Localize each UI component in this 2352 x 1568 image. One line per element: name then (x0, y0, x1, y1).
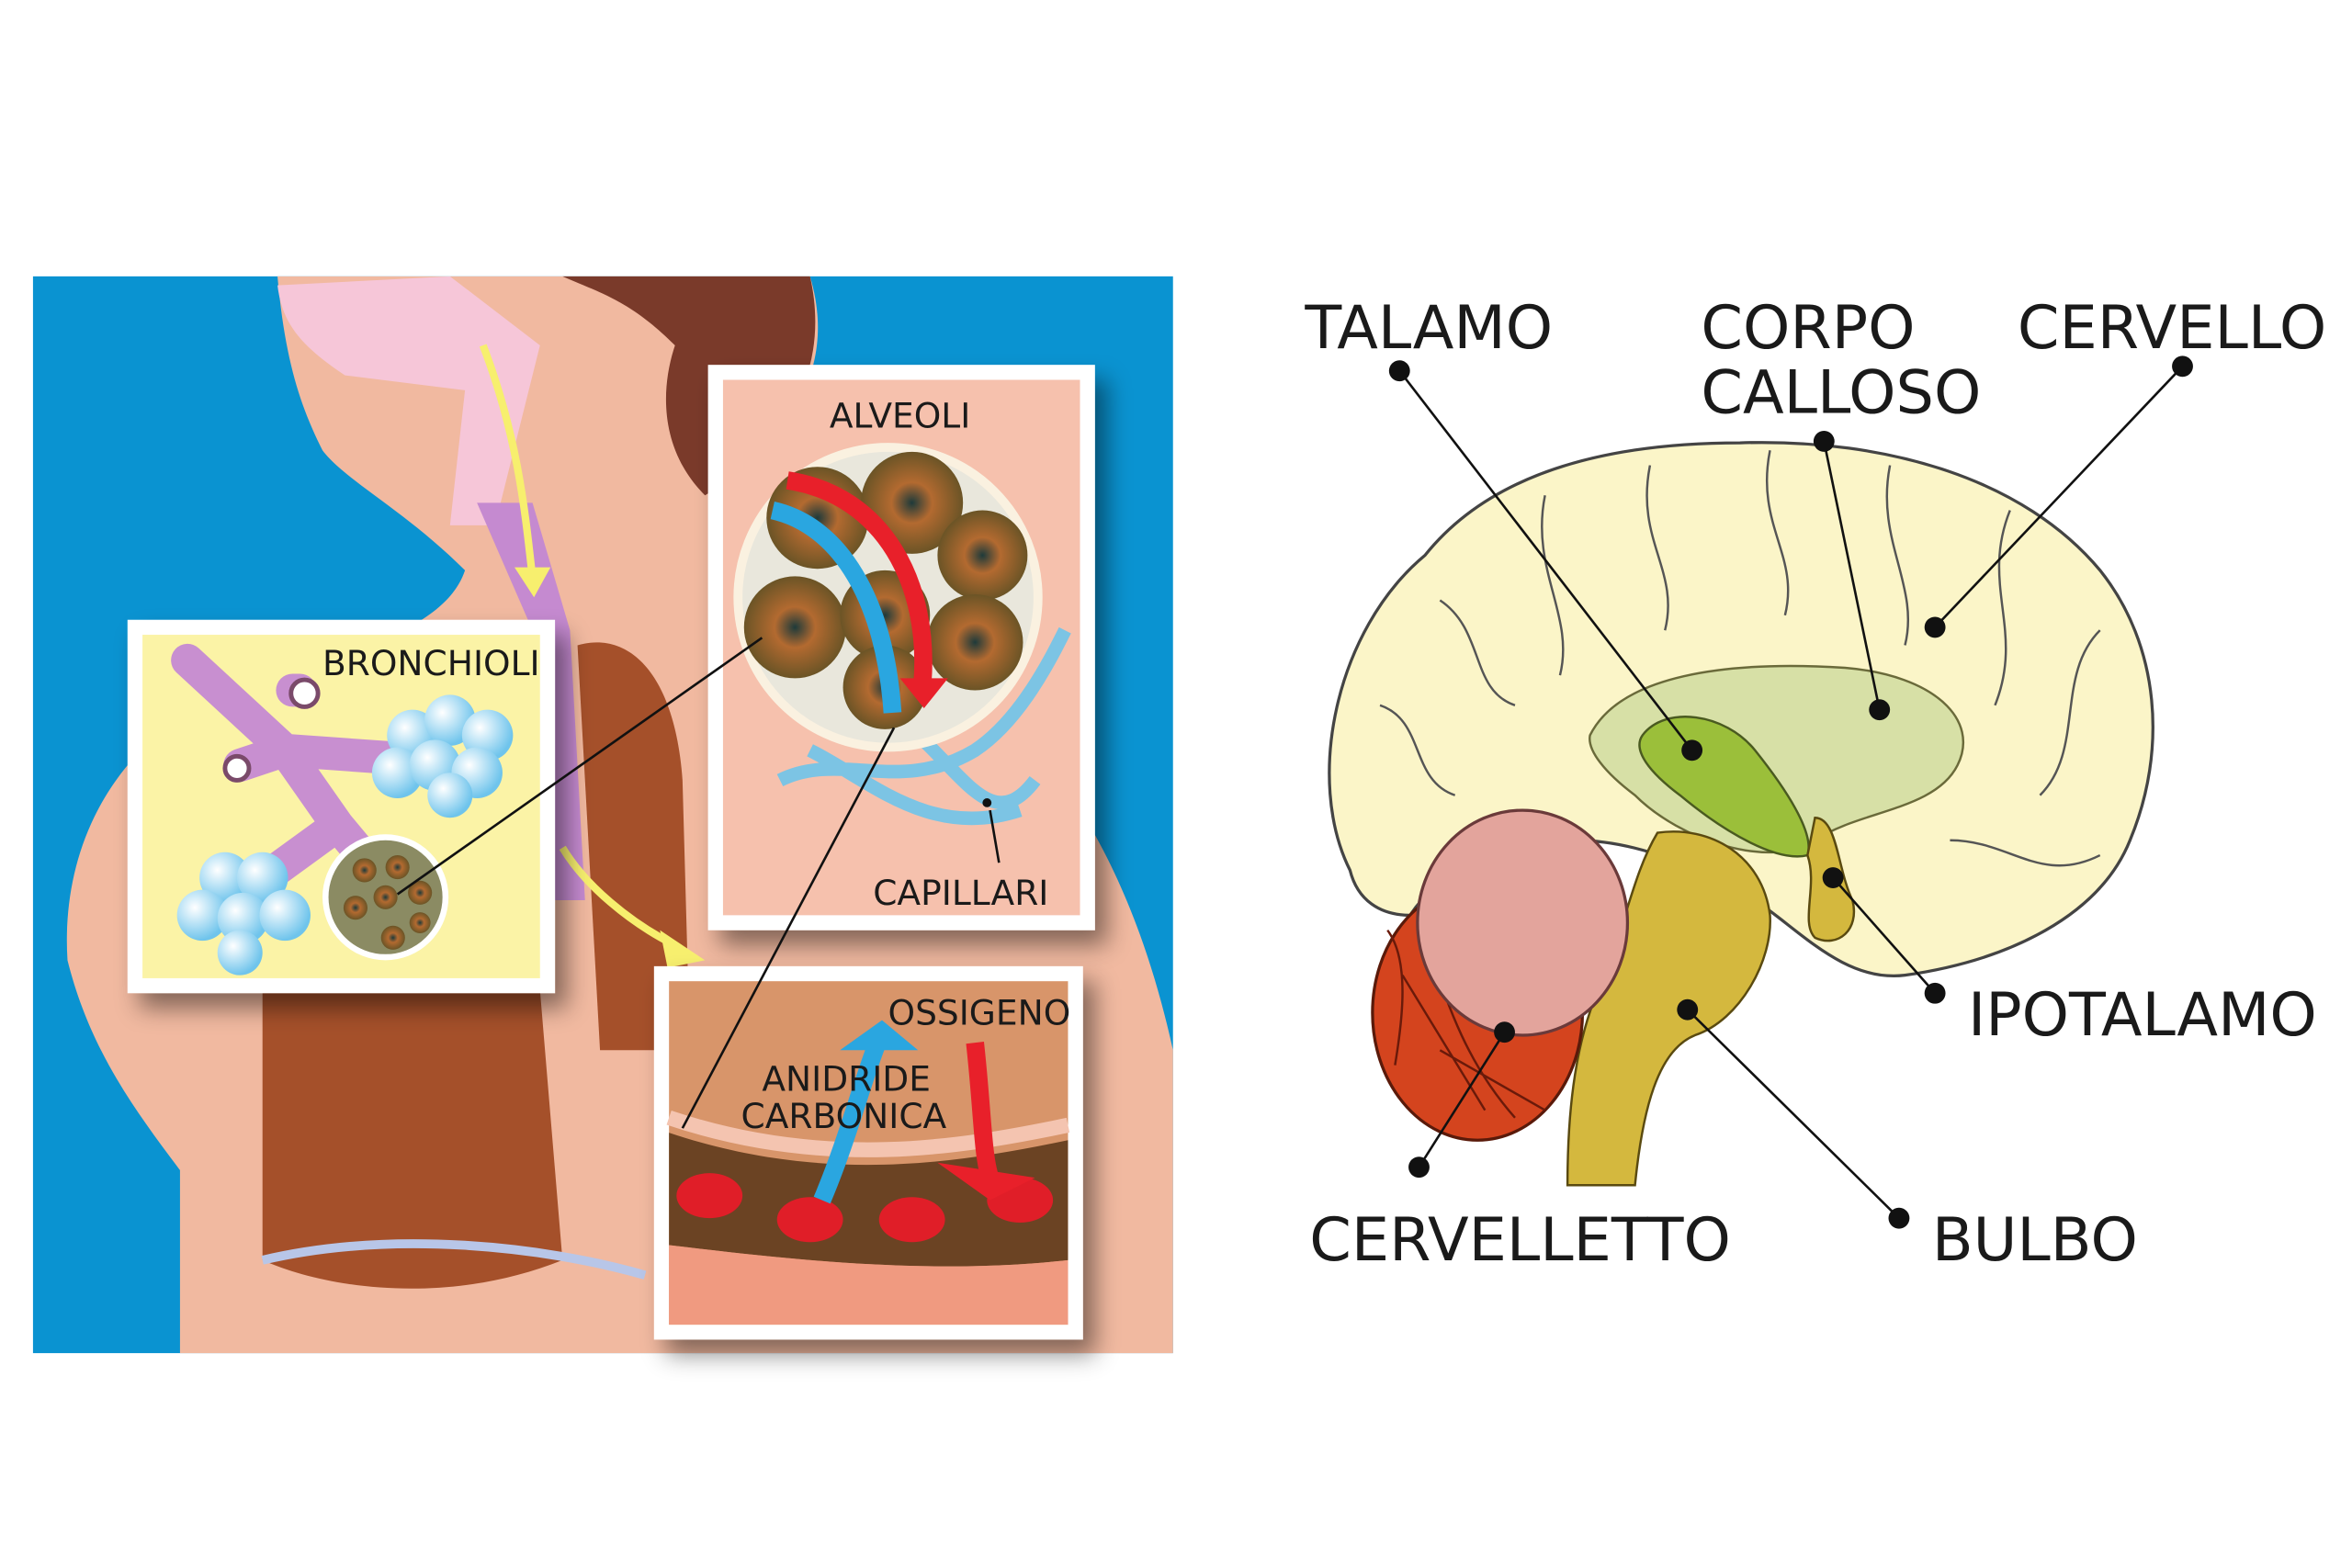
left-lung (577, 642, 691, 1051)
co2-exit-arrow (813, 1039, 887, 1204)
leader-lines (1388, 355, 2193, 1229)
airflow-arrow-lung (559, 845, 677, 949)
label-cervello: CERVELLO (2018, 293, 2326, 363)
vessel-wall (669, 1133, 1069, 1267)
right-lung (262, 989, 563, 1289)
co2-arrow (770, 501, 902, 714)
label-bronchioli: BRONCHIOLI (322, 643, 540, 683)
alveoli-capillary-connector (681, 727, 896, 1129)
label-calloso: CALLOSO (1701, 357, 1981, 427)
gas-exchange-content: OSSIGENO ANIDRIDE CARBONICA (666, 993, 1071, 1325)
o2-enter-arrowhead (937, 1162, 1035, 1201)
alveolus-section-small (322, 834, 449, 961)
nasal-cavity (277, 276, 540, 525)
label-ipotalamo: IPOTALAMO (1968, 980, 2317, 1050)
label-capillari: CAPILLARI (873, 873, 1048, 913)
co2-arrowhead (840, 1020, 919, 1051)
cerebellum-inner (1416, 808, 1630, 1037)
bronchioli-alveoli-connector (396, 637, 763, 896)
bronchioli-content: BRONCHIOLI (171, 643, 540, 976)
capillari-dot (982, 798, 992, 807)
airflow-arrow (479, 344, 537, 579)
airflow-arrowhead-lung (660, 930, 706, 968)
cerebrum-sulci (1379, 449, 2101, 867)
vessel-lower-tissue (669, 1245, 1069, 1325)
o2-enter-arrow (966, 1042, 999, 1181)
label-cervelletto: CERVELLETTO (1309, 1205, 1731, 1275)
o2-arrow (786, 471, 933, 684)
label-ossigeno: OSSIGENO (888, 993, 1071, 1033)
brain-labels: TALAMO CORPO CALLOSO CERVELLO IPOTALAMO … (1304, 293, 2326, 1275)
label-alveoli: ALVEOLI (830, 396, 970, 436)
vessel-membrane (666, 1111, 1070, 1157)
alveoli-cluster-lower (176, 852, 311, 976)
label-bulbo: BULBO (1932, 1205, 2138, 1275)
o2-arrowhead (899, 678, 948, 709)
alveoli-content: ALVEOLI CAPILLARI (733, 396, 1071, 913)
capillari-leader (989, 809, 1001, 863)
label-carbonica: CARBONICA (741, 1096, 947, 1136)
alveoli-cluster-upper (371, 694, 514, 818)
trachea (477, 502, 585, 901)
label-talamo: TALAMO (1304, 293, 1553, 363)
label-corpo: CORPO (1701, 293, 1915, 363)
diaphragm (261, 1239, 647, 1280)
cerebellum-folia (1386, 914, 1546, 1119)
label-anidride: ANIDRIDE (762, 1058, 931, 1099)
bronchial-tree (171, 643, 407, 902)
brain-illustration (1328, 441, 2154, 1187)
airflow-arrowhead (514, 567, 551, 598)
